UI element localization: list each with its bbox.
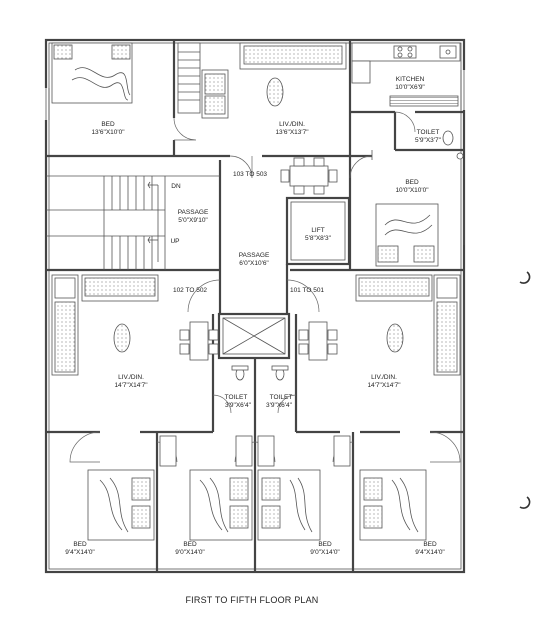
sofa-left: [51, 274, 159, 376]
room-size: 3'9"X6'4": [225, 402, 252, 409]
room-name: LIV./DIN.: [279, 121, 305, 128]
dining-table-right: [298, 321, 338, 361]
room-name: KITCHEN: [396, 76, 425, 83]
stair-down-label: DN: [171, 183, 181, 190]
margin-mark: [519, 271, 531, 284]
kitchen-counter: [351, 42, 461, 107]
toilet-fixtures-top-right: [442, 130, 464, 160]
dining-table-top: [280, 157, 338, 195]
room-name: BED: [101, 121, 115, 128]
margin-mark: [519, 496, 531, 509]
room-size: 14'7"X14'7": [114, 382, 148, 389]
sofa-top: [201, 42, 347, 119]
toilet-fixtures-center: [231, 365, 289, 381]
dining-table-left: [179, 321, 219, 361]
bed-bottom-1: [87, 469, 155, 541]
stair-labels: DN UP: [170, 183, 181, 245]
room-size: 6'0"X10'6": [239, 260, 269, 267]
room-size: 9'4"X14'0": [415, 549, 445, 556]
room-name: BED: [73, 541, 87, 548]
room-size: 5'8"X8'3": [305, 235, 332, 242]
wardrobe-bottom: [159, 435, 351, 467]
bed-bottom-3: [257, 469, 321, 541]
duct-shaft: [222, 317, 286, 355]
room-size: 14'7"X14'7": [367, 382, 401, 389]
room-labels: BED 13'6"X10'0" LIV./DIN. 13'6"X13'7" KI…: [65, 76, 445, 556]
bed-bottom-2: [189, 469, 253, 541]
bed-right: [375, 203, 439, 267]
flat-number-labels: 103 TO 503 102 TO 502 101 TO 501: [173, 171, 324, 294]
room-name: PASSAGE: [239, 252, 270, 259]
room-name: PASSAGE: [178, 209, 209, 216]
room-size: 13'6"X10'0": [91, 129, 125, 136]
room-name: BED: [423, 541, 437, 548]
room-size: 10'0"X6'9": [395, 84, 425, 91]
room-name: LIFT: [311, 227, 324, 234]
sofa-right: [355, 274, 461, 376]
room-name: TOILET: [417, 129, 440, 136]
room-name: BED: [183, 541, 197, 548]
room-size: 9'4"X14'0": [65, 549, 95, 556]
room-name: TOILET: [270, 394, 293, 401]
room-size: 5'0"X9'10": [178, 217, 208, 224]
plan-caption: FIRST TO FIFTH FLOOR PLAN: [185, 595, 318, 605]
lift-box: [290, 201, 346, 261]
staircase: [46, 175, 220, 270]
room-size: 10'0"X10'0": [395, 187, 429, 194]
room-name: TOILET: [225, 394, 248, 401]
room-size: 3'9"X6'4": [266, 402, 293, 409]
room-name: LIV./DIN.: [118, 374, 144, 381]
stair-up-label: UP: [170, 238, 179, 245]
flat-number: 101 TO 501: [290, 287, 324, 294]
room-name: LIV./DIN.: [371, 374, 397, 381]
room-name: BED: [405, 179, 419, 186]
flat-number: 102 TO 502: [173, 287, 207, 294]
room-size: 13'6"X13'7": [275, 129, 309, 136]
bed-furniture: [51, 42, 133, 104]
flat-number: 103 TO 503: [233, 171, 267, 178]
room-size: 9'0"X14'0": [175, 549, 205, 556]
bed-bottom-4: [359, 469, 427, 541]
wardrobe: [177, 42, 201, 114]
room-name: BED: [318, 541, 332, 548]
room-size: 5'9"X3'7": [415, 137, 442, 144]
room-size: 9'0"X14'0": [310, 549, 340, 556]
